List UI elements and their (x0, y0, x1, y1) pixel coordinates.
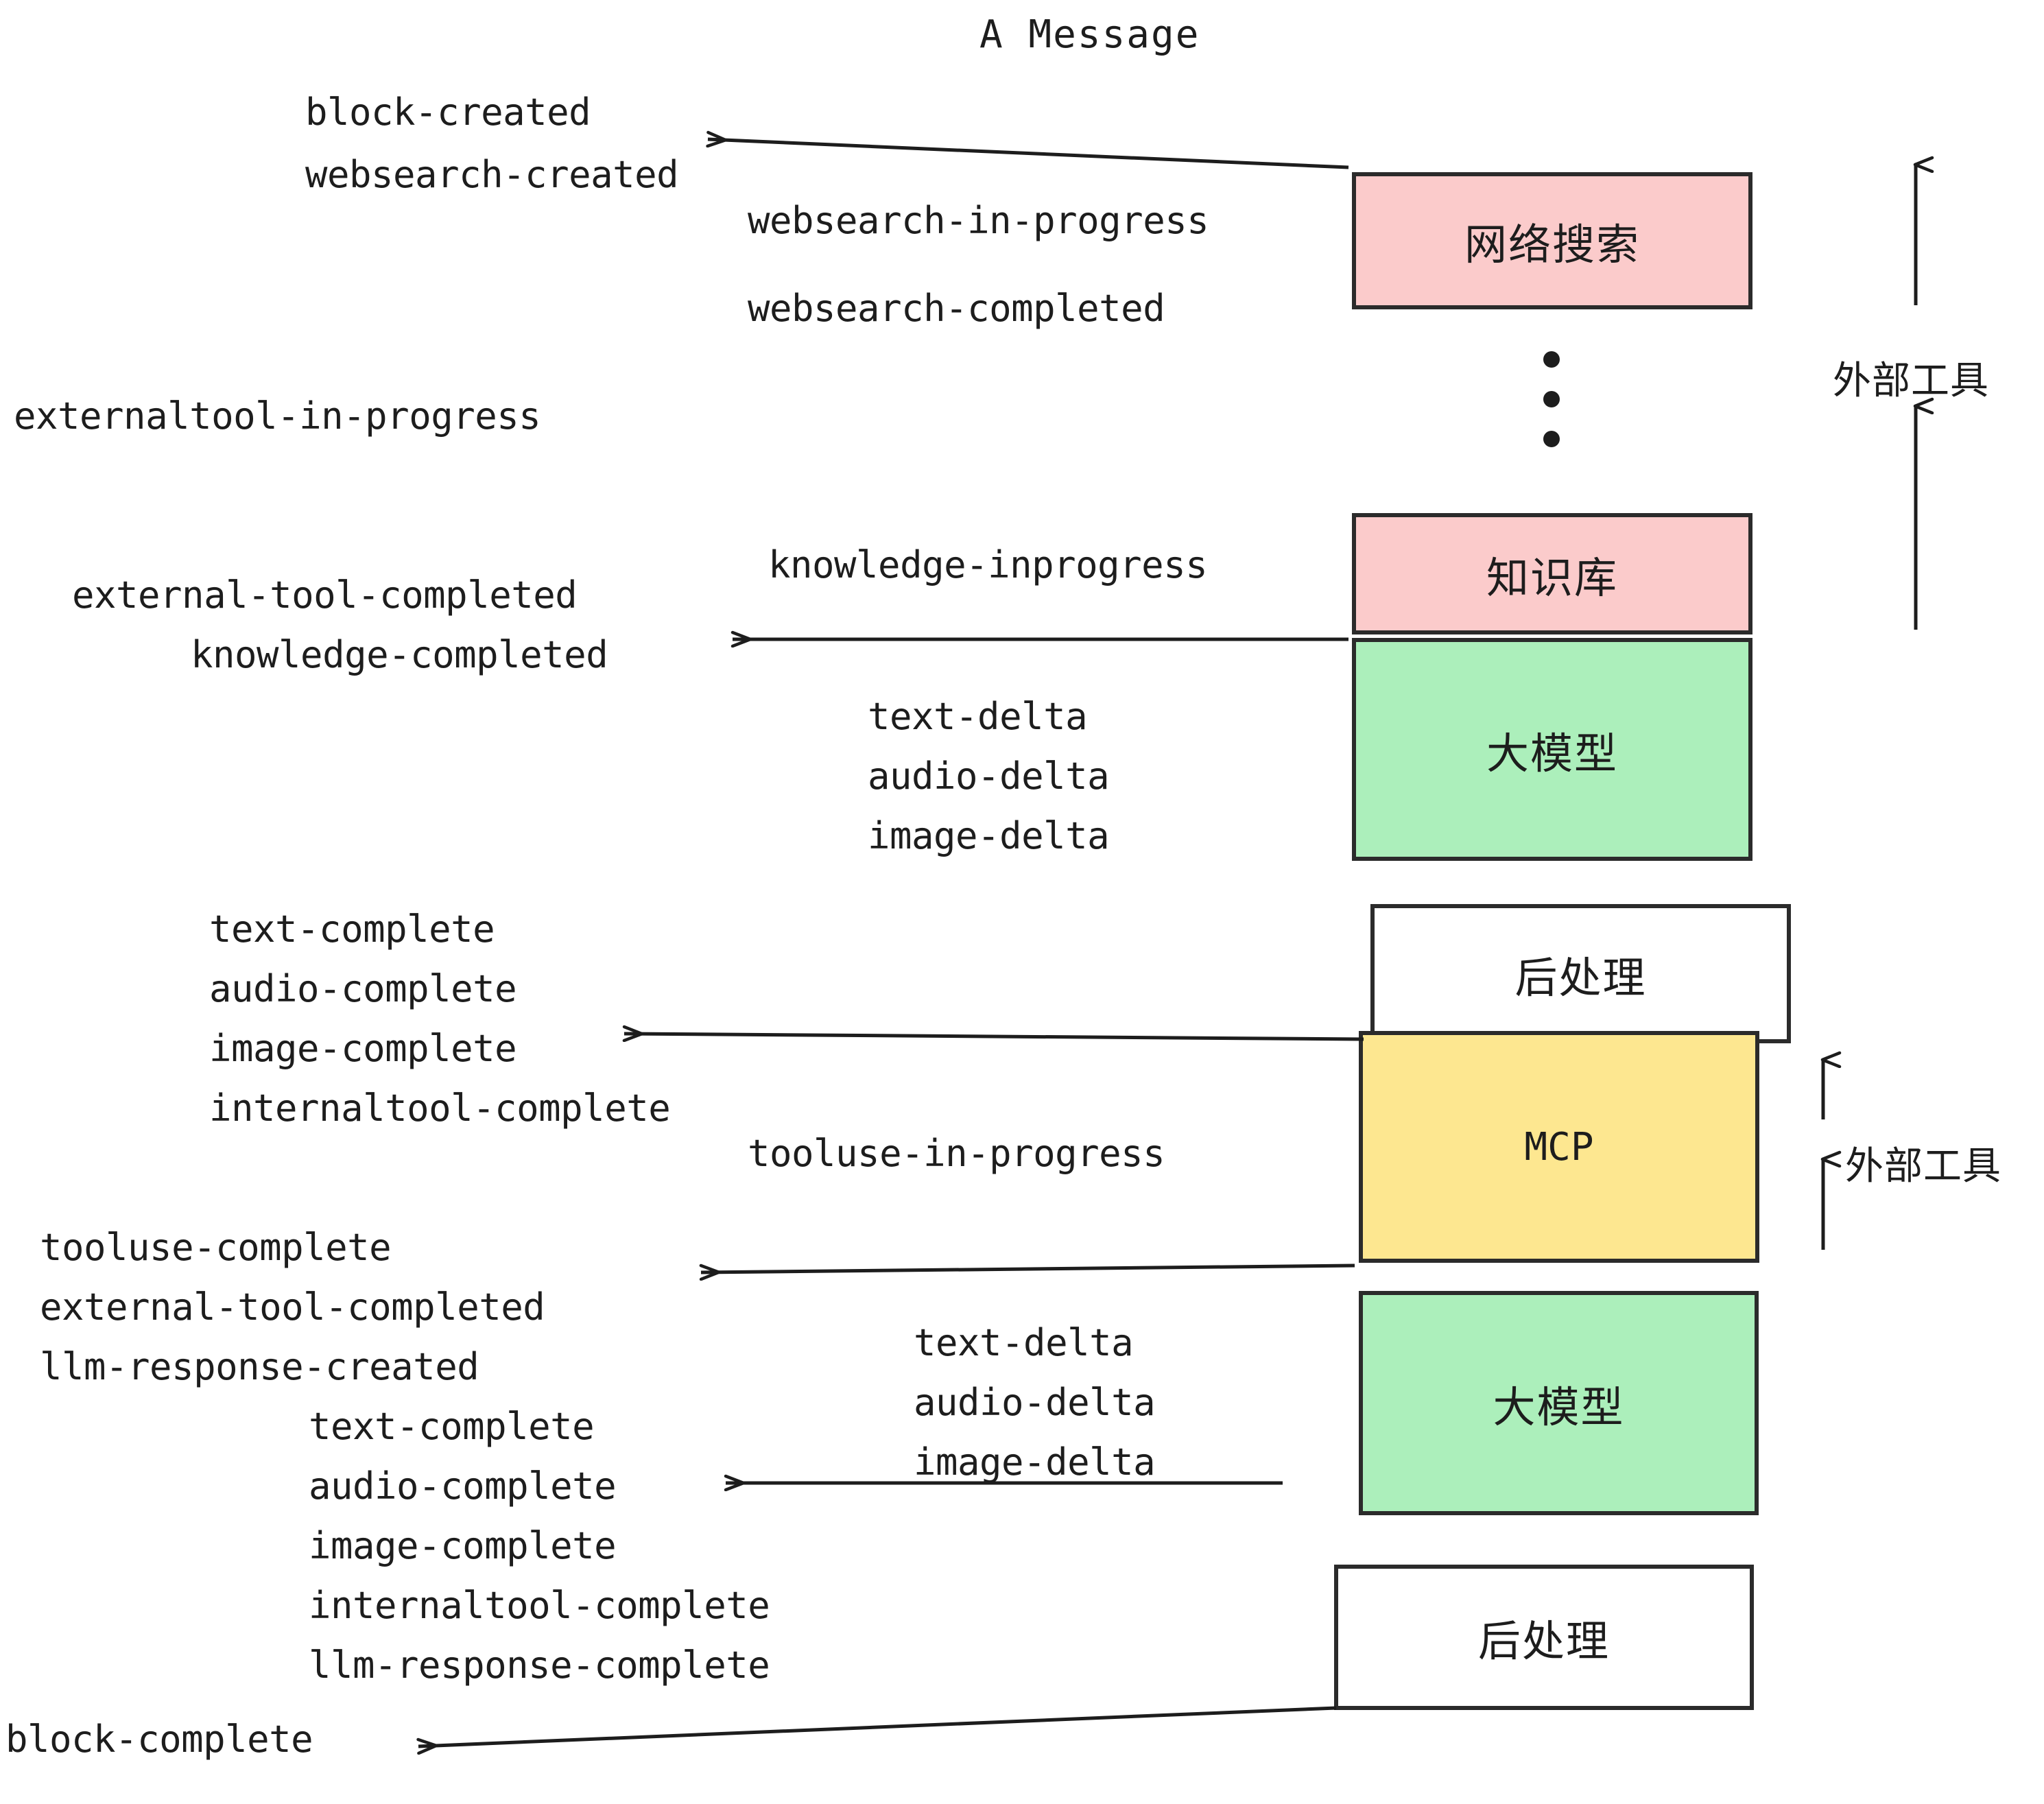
event-label-audio-delta-1: audio-delta (868, 755, 1110, 798)
event-label-external-tool-completed-1: external-tool-completed (72, 573, 578, 617)
box-label: 大模型 (1493, 1381, 1625, 1432)
ellipsis-dot-1 (1543, 351, 1560, 368)
box-websearch[interactable]: 网络搜索 (1352, 172, 1752, 309)
box-llm-2[interactable]: 大模型 (1359, 1291, 1759, 1515)
event-label-llm-response-created: llm-response-created (40, 1345, 479, 1388)
box-label: 后处理 (1514, 952, 1647, 1003)
event-label-llm-response-complete: llm-response-complete (309, 1643, 770, 1687)
box-label: 后处理 (1477, 1616, 1610, 1666)
box-mcp[interactable]: MCP (1359, 1031, 1759, 1263)
event-label-text-delta-2: text-delta (914, 1321, 1134, 1364)
event-label-block-created: block-created (305, 91, 591, 134)
event-label-text-complete-1: text-complete (209, 907, 495, 951)
event-label-block-complete: block-complete (5, 1718, 313, 1761)
event-label-tooluse-complete: tooluse-complete (40, 1226, 392, 1269)
ellipsis-dot-2 (1543, 391, 1560, 407)
side-label-external-tools-bottom: 外部工具 (1845, 1144, 2001, 1189)
box-label: MCP (1524, 1124, 1594, 1170)
event-label-text-complete-2: text-complete (309, 1405, 595, 1448)
event-label-internaltool-complete-1: internaltool-complete (209, 1087, 671, 1130)
event-label-image-delta-1: image-delta (868, 814, 1110, 857)
box-postproc-2[interactable]: 后处理 (1334, 1565, 1754, 1710)
arrow-postproc1-to-image-complete (624, 1034, 1364, 1039)
event-label-audio-delta-2: audio-delta (914, 1381, 1156, 1424)
event-label-image-complete-1: image-complete (209, 1027, 517, 1070)
side-label-external-tools-top: 外部工具 (1833, 359, 1989, 403)
event-label-image-delta-2: image-delta (914, 1440, 1156, 1484)
event-label-websearch-completed: websearch-completed (748, 287, 1165, 330)
event-label-external-tool-completed-2: external-tool-completed (40, 1285, 545, 1329)
arrow-mcp-to-tooluse-complete (701, 1263, 1355, 1272)
event-label-image-complete-2: image-complete (309, 1524, 617, 1567)
event-label-externaltool-in-progress: externaltool-in-progress (14, 394, 541, 438)
page-title: A Message (979, 12, 1200, 57)
box-label: 网络搜索 (1464, 219, 1640, 270)
box-label: 大模型 (1486, 728, 1618, 779)
event-label-audio-complete-1: audio-complete (209, 967, 517, 1010)
ellipsis-dot-3 (1543, 431, 1560, 447)
event-label-text-delta-1: text-delta (868, 695, 1088, 738)
event-label-audio-complete-2: audio-complete (309, 1464, 617, 1508)
event-label-internaltool-complete-2: internaltool-complete (309, 1584, 770, 1627)
arrow-websearch-to-created (708, 139, 1349, 169)
event-label-knowledge-completed: knowledge-completed (191, 633, 608, 676)
box-label: 知识库 (1486, 552, 1618, 603)
event-label-knowledge-inprogress: knowledge-inprogress (768, 543, 1208, 586)
event-label-websearch-in-progress: websearch-in-progress (748, 199, 1209, 242)
event-label-tooluse-in-progress: tooluse-in-progress (748, 1132, 1165, 1175)
box-llm-1[interactable]: 大模型 (1352, 638, 1752, 861)
box-postproc-1[interactable]: 后处理 (1370, 904, 1791, 1043)
arrow-postproc2-to-block-complete (418, 1706, 1337, 1746)
box-knowledge[interactable]: 知识库 (1352, 513, 1752, 634)
event-label-websearch-created: websearch-created (305, 153, 679, 196)
